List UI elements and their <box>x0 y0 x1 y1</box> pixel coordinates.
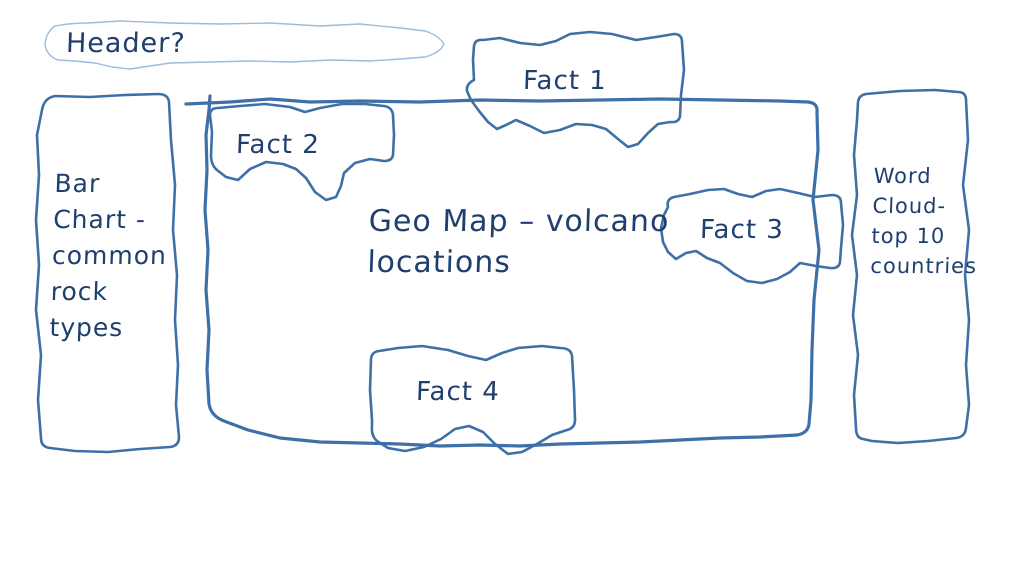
geo-map-label-line2: locations <box>366 245 512 280</box>
geo-map-label-line1: Geo Map – volcano <box>368 204 670 239</box>
fact2-box-outline <box>208 102 396 202</box>
word-cloud-label-line3: top 10 <box>871 224 946 248</box>
geo-map-box-outline <box>184 94 821 448</box>
bar-chart-label: Bar Chart - common rock types <box>49 166 170 346</box>
word-cloud-label: Word Cloud- top 10 countries <box>870 161 981 281</box>
bar-chart-label-line4: rock <box>50 277 109 306</box>
word-cloud-label-line4: countries <box>870 254 978 278</box>
fact1-label: Fact 1 <box>522 66 608 96</box>
bar-chart-label-line3: common <box>51 241 168 270</box>
fact2-label: Fact 2 <box>235 130 321 160</box>
header-label: Header? <box>65 28 187 59</box>
fact3-label: Fact 3 <box>699 215 785 245</box>
fact4-label: Fact 4 <box>415 377 501 407</box>
word-cloud-label-line2: Cloud- <box>872 194 947 218</box>
bar-chart-label-line2: Chart - <box>52 205 147 234</box>
fact1-box-outline <box>465 30 686 149</box>
word-cloud-label-line1: Word <box>873 164 932 188</box>
bar-chart-box-outline <box>34 92 181 454</box>
bar-chart-label-line1: Bar <box>54 169 101 198</box>
header-box-outline <box>44 20 445 70</box>
word-cloud-box-outline <box>850 88 971 445</box>
bar-chart-label-line5: types <box>48 313 124 342</box>
fact3-box-outline <box>659 187 845 285</box>
geo-map-label: Geo Map – volcano locations <box>367 201 671 283</box>
fact4-box-outline <box>368 344 577 456</box>
